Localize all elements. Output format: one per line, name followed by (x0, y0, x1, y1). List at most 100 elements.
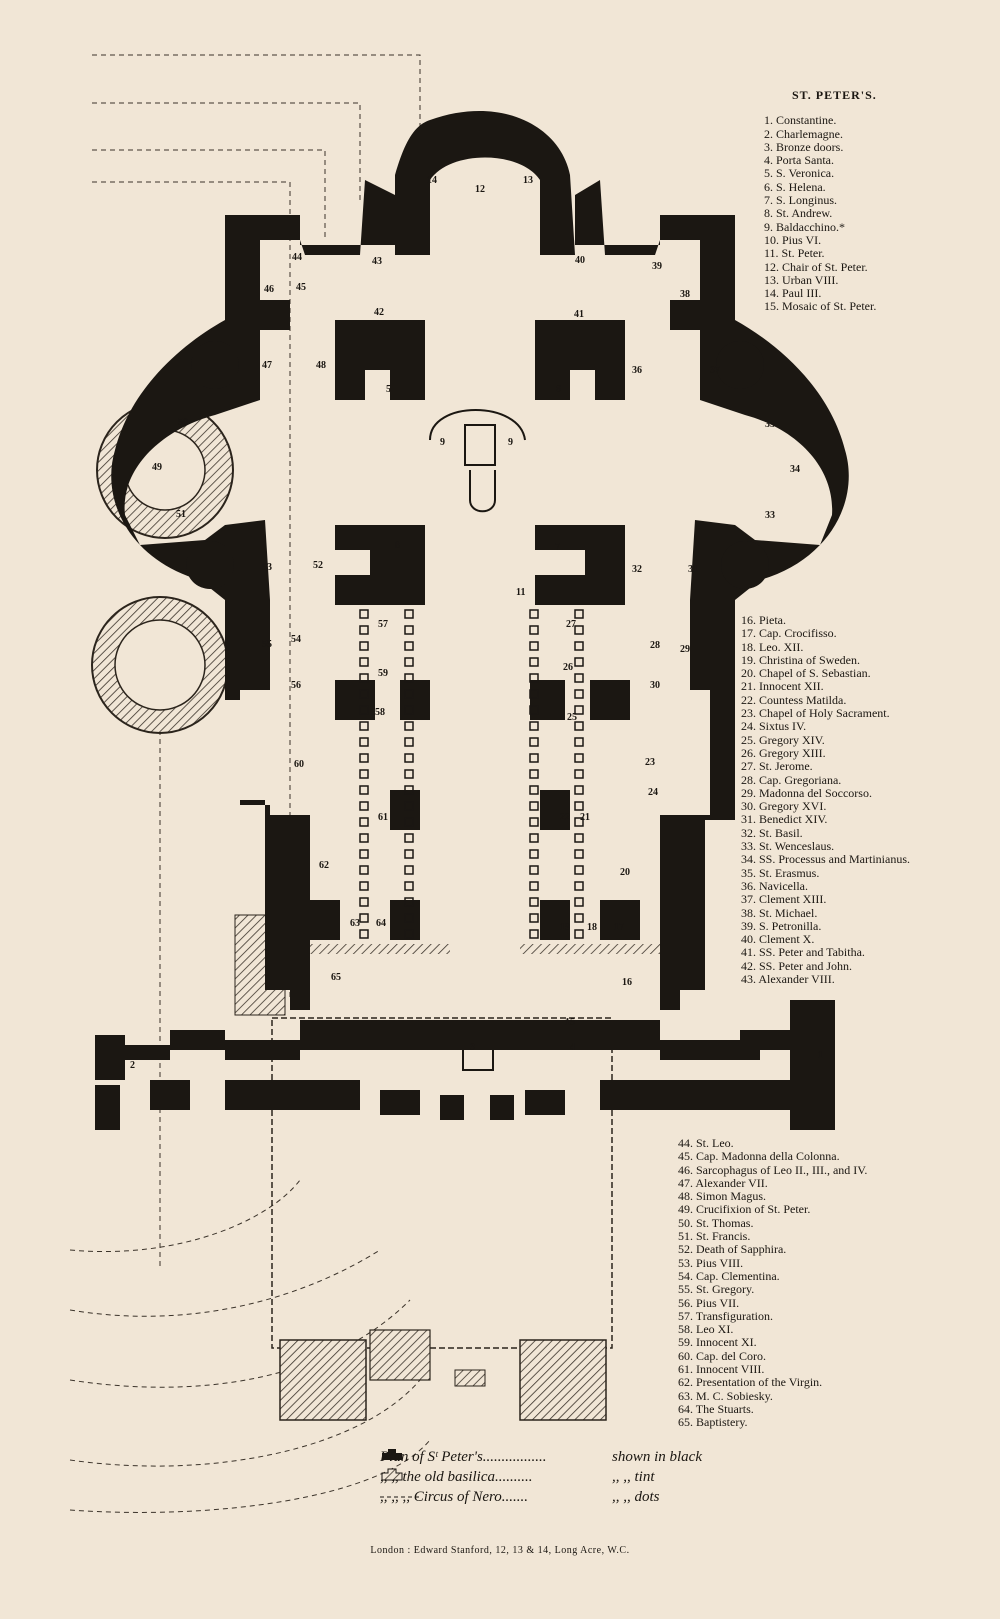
legend-item: 15. Mosaic of St. Peter. (764, 299, 877, 314)
plan-number: 39 (652, 261, 662, 272)
legend-item: 18. Leo. XII. (741, 639, 804, 654)
plan-number: 34 (790, 464, 800, 475)
plan-number: 38 (680, 289, 690, 300)
column-marker (529, 849, 539, 859)
legend-item: 39. S. Petronilla. (741, 918, 822, 933)
column-marker (529, 801, 539, 811)
column-marker (404, 833, 414, 843)
plan-number: 57 (378, 619, 388, 630)
plan-number: 64 (376, 918, 386, 929)
legend-item: 28. Cap. Gregoriana. (741, 772, 842, 787)
column-marker (359, 929, 369, 939)
column-marker (529, 929, 539, 939)
column-marker (574, 769, 584, 779)
column-marker (359, 913, 369, 923)
column-marker (404, 865, 414, 875)
plan-number: 12 (475, 184, 485, 195)
legend-item: 33. St. Wenceslaus. (741, 839, 835, 854)
column-marker (529, 737, 539, 747)
legend-item: 20. Chapel of S. Sebastian. (741, 666, 871, 681)
plan-number: 6 (556, 384, 561, 395)
legend-item: 53. Pius VIII. (678, 1255, 744, 1270)
legend-item: 16. Pieta. (741, 613, 786, 627)
legend-item: 36. Navicella. (741, 878, 808, 893)
plan-number: 33 (765, 510, 775, 521)
plan-number: 53 (262, 562, 272, 573)
nave-columns (359, 609, 584, 939)
legend-item: 59. Innocent XI. (678, 1335, 757, 1350)
column-marker (574, 625, 584, 635)
column-marker (359, 849, 369, 859)
column-marker (404, 641, 414, 651)
column-marker (574, 721, 584, 731)
plan-number: 63 (350, 918, 360, 929)
legend-chapels-44-65: 44. St. Leo.45. Cap. Madonna della Colon… (678, 1136, 868, 1430)
plan-number: 32 (632, 564, 642, 575)
column-marker (359, 753, 369, 763)
legend-item: 2. Charlemagne. (764, 126, 843, 141)
plan-number: 41 (574, 309, 584, 320)
column-marker (574, 817, 584, 827)
column-marker (529, 913, 539, 923)
legend-item: 60. Cap. del Coro. (678, 1348, 766, 1363)
plan-number: 43 (372, 256, 382, 267)
column-marker (359, 881, 369, 891)
plan-number: 7 (555, 542, 560, 553)
legend-item: 50. St. Thomas. (678, 1215, 754, 1230)
column-marker (404, 817, 414, 827)
basilica-walls-black (95, 111, 849, 1130)
column-marker (574, 705, 584, 715)
legend-item: 7. S. Longinus. (764, 193, 838, 208)
column-marker (529, 769, 539, 779)
plan-number: 26 (563, 662, 573, 673)
legend-item: 65. Baptistery. (678, 1415, 748, 1430)
column-marker (404, 929, 414, 939)
column-marker (359, 801, 369, 811)
column-marker (359, 657, 369, 667)
column-marker (359, 817, 369, 827)
legend-item: 62. Presentation of the Virgin. (678, 1375, 823, 1390)
legend-item: 10. Pius VI. (764, 232, 822, 247)
legend-item: 54. Cap. Clementina. (678, 1268, 780, 1283)
plan-labels: 1 2 3 4 5 6 7 8 9 9 11 12 13 14 15 16 17… (130, 175, 823, 1071)
plan-number: 19 (560, 922, 570, 933)
legend-item: 55. St. Gregory. (678, 1282, 755, 1297)
plan-number: 24 (648, 787, 658, 798)
plan-number: 44 (292, 252, 302, 263)
column-marker (574, 737, 584, 747)
plan-number: 55 (262, 639, 272, 650)
plan-number: 23 (645, 757, 655, 768)
column-marker (404, 881, 414, 891)
column-marker (359, 673, 369, 683)
column-marker (529, 625, 539, 635)
plan-number: 5 (386, 384, 391, 395)
plan-number: 3 (470, 1042, 475, 1053)
column-marker (529, 673, 539, 683)
column-marker (574, 753, 584, 763)
legend-item: 46. Sarcophagus of Leo II., III., and IV… (678, 1162, 868, 1177)
plan-number: 13 (523, 175, 533, 186)
legend-item: 49. Crucifixion of St. Peter. (678, 1202, 811, 1217)
plan-number: 21 (580, 812, 590, 823)
plan-number: 35 (765, 419, 775, 430)
plan-number: 9 (508, 437, 513, 448)
legend-item: 26. Gregory XIII. (741, 745, 826, 760)
plan-number: 65 (331, 972, 341, 983)
plan-number: 48 (316, 360, 326, 371)
column-marker (529, 705, 539, 715)
column-marker (404, 689, 414, 699)
plan-number: 46 (264, 284, 274, 295)
column-marker (404, 913, 414, 923)
column-marker (574, 929, 584, 939)
column-marker (574, 801, 584, 811)
column-marker (574, 689, 584, 699)
column-marker (529, 897, 539, 907)
legend-item: 13. Urban VIII. (764, 272, 839, 287)
solid-block-icon (382, 1449, 402, 1460)
legend-item: 1. Constantine. (764, 113, 837, 128)
plan-number: 40 (575, 255, 585, 266)
plan-number: 42 (374, 307, 384, 318)
plan-number: 50 (178, 417, 188, 428)
plan-number: 60 (294, 759, 304, 770)
column-marker (359, 865, 369, 875)
